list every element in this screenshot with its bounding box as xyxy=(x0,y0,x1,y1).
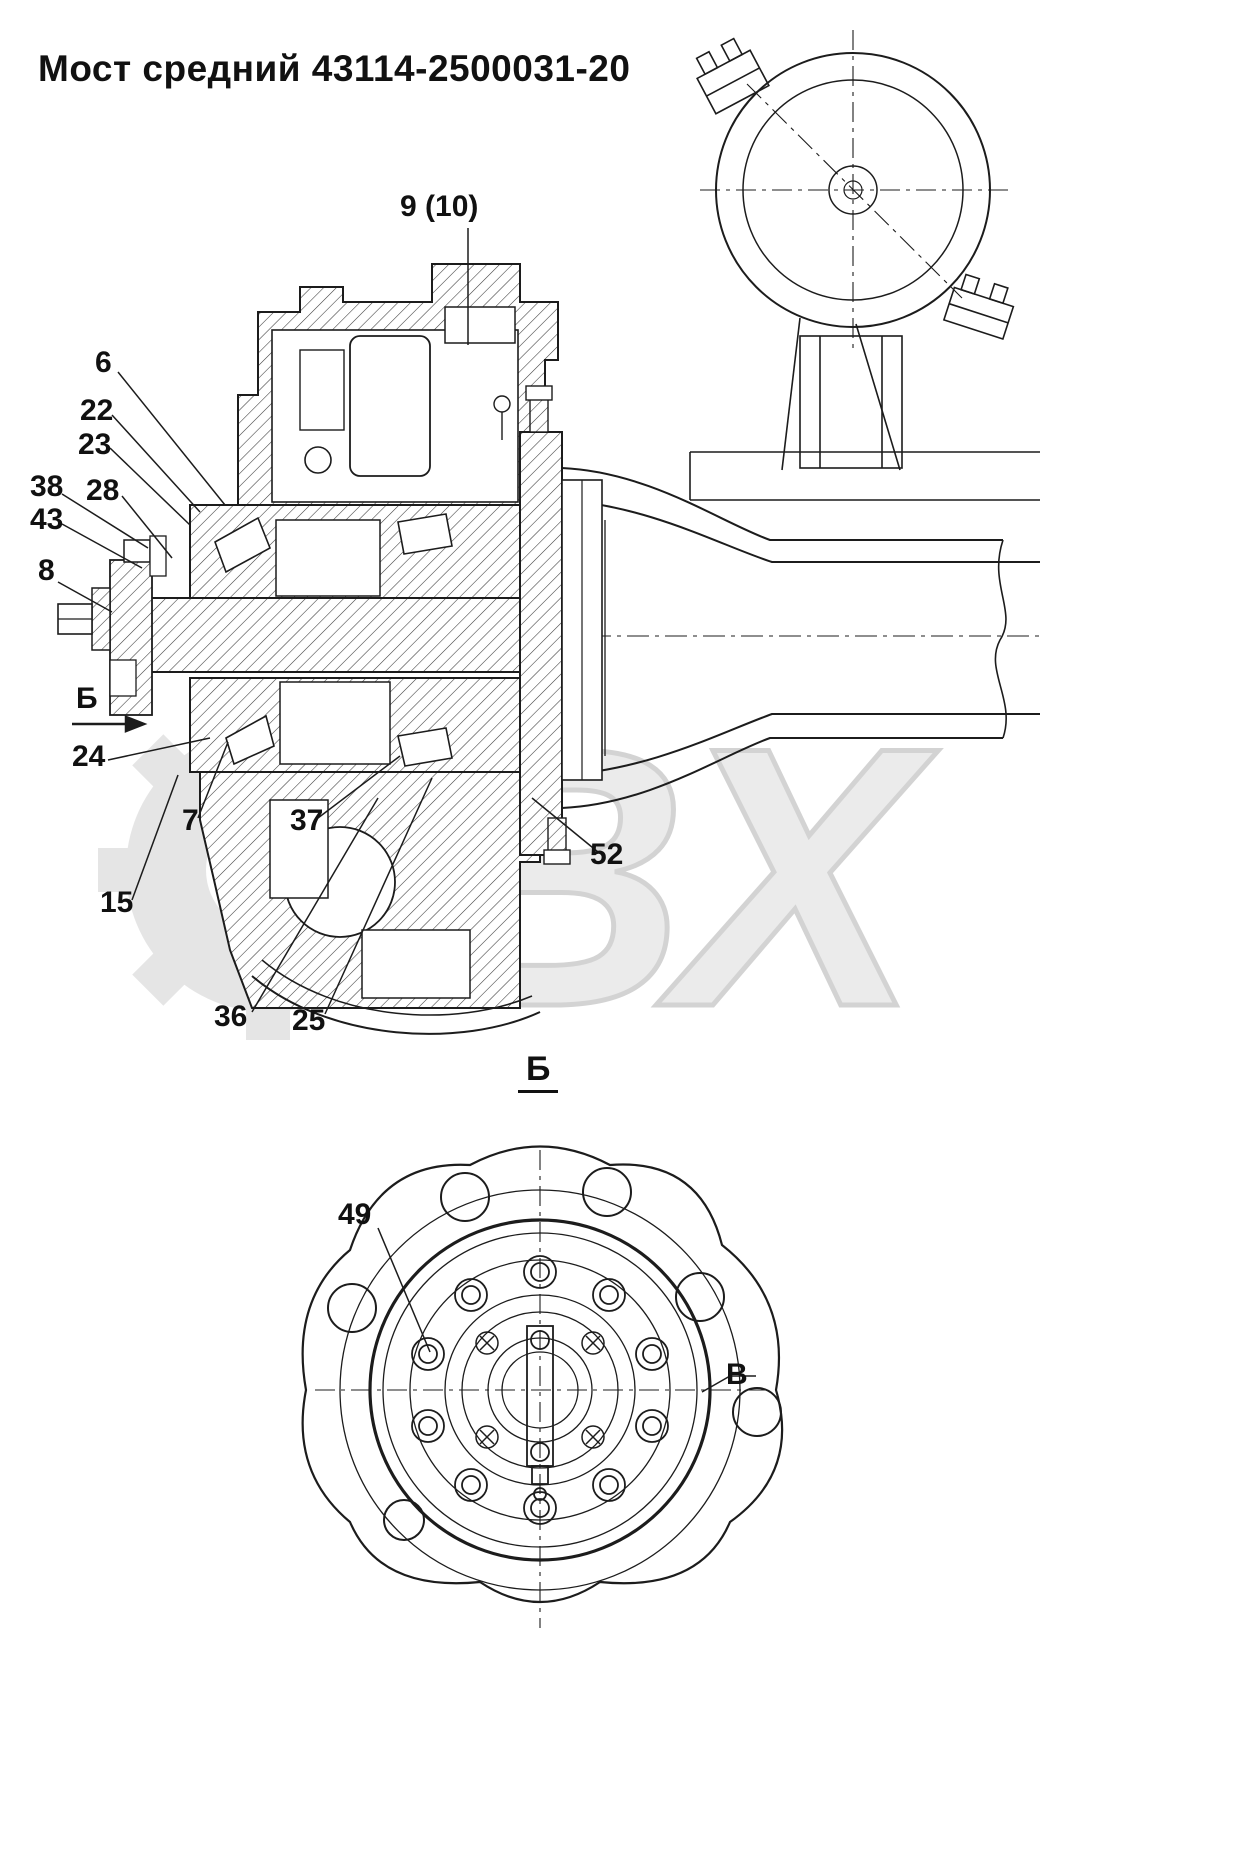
taper-roller-lower-left xyxy=(225,714,275,766)
clamp-bracket-right xyxy=(942,273,1015,341)
page-title: Мост средний 43114-2500031-20 xyxy=(38,48,631,89)
cross-bolts xyxy=(475,1331,605,1449)
callout-6: 6 xyxy=(95,346,112,379)
callout-28: 28 xyxy=(86,474,120,507)
callout-25: 25 xyxy=(292,1004,326,1037)
flange-contour xyxy=(301,1145,784,1604)
upper-bearing-housing xyxy=(349,335,431,477)
callout-38: 38 xyxy=(30,470,64,503)
taper-roller-right xyxy=(397,513,453,555)
drive-shaft xyxy=(111,597,546,673)
view-arrow-label: Б xyxy=(76,682,98,715)
callout-22: 22 xyxy=(80,394,114,427)
section-view-title: Б xyxy=(518,1052,559,1093)
taper-roller-left xyxy=(214,516,272,574)
callout-43: 43 xyxy=(30,503,64,536)
callout-24: 24 xyxy=(72,740,106,773)
top-bracket xyxy=(444,306,516,344)
callout-V: В xyxy=(726,1358,748,1391)
callout-9-10: 9 (10) xyxy=(400,190,479,223)
callout-7: 7 xyxy=(182,804,199,837)
flange-stud-top xyxy=(529,397,549,433)
callout-37: 37 xyxy=(290,804,324,837)
bolt-circle xyxy=(411,1255,669,1525)
callout-52: 52 xyxy=(590,838,624,871)
clamp-bracket-top xyxy=(695,37,770,115)
taper-roller-lower-right xyxy=(397,727,453,767)
top-right-flange-assembly xyxy=(689,30,1040,501)
section-view-B xyxy=(301,1145,784,1628)
tube-break-line xyxy=(994,539,1007,739)
support-arm xyxy=(689,317,1040,501)
callout-49: 49 xyxy=(338,1198,372,1231)
mounting-flange xyxy=(519,431,563,856)
callout-8: 8 xyxy=(38,554,55,587)
callout-23: 23 xyxy=(78,428,112,461)
diagonal-centerline xyxy=(746,83,963,299)
callout-15: 15 xyxy=(100,886,134,919)
main-cross-section xyxy=(57,263,603,1035)
view-direction-arrow xyxy=(72,715,148,733)
callout-36: 36 xyxy=(214,1000,248,1033)
flange-nut xyxy=(123,539,151,563)
